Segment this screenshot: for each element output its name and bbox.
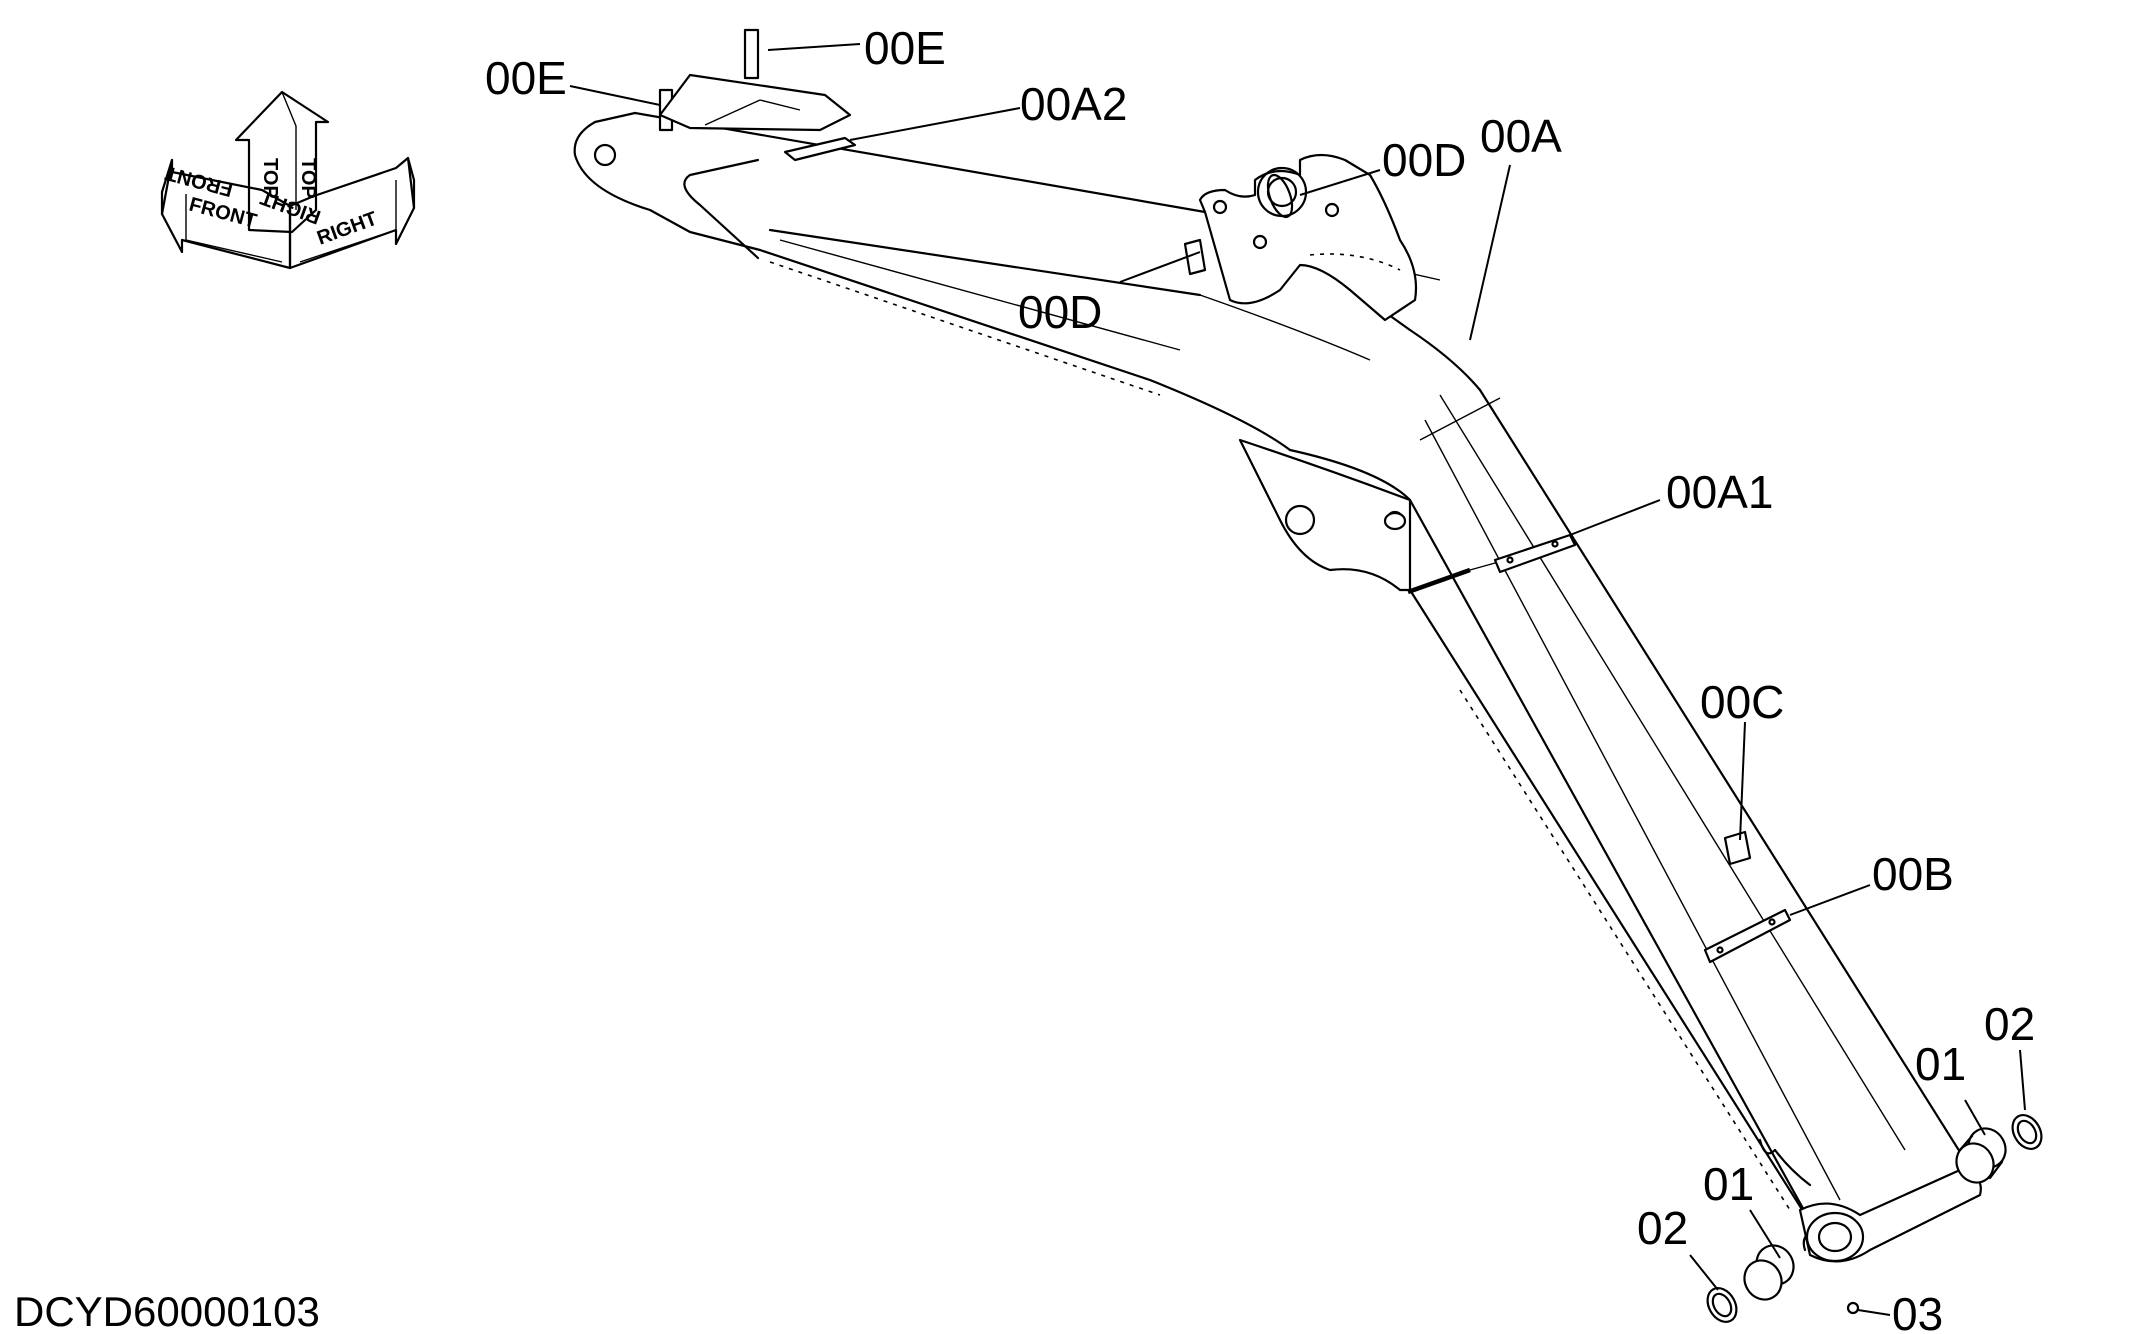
callout-00E-left: 00E bbox=[485, 52, 567, 104]
callout-00C: 00C bbox=[1700, 676, 1784, 728]
callout-03: 03 bbox=[1892, 1288, 1943, 1334]
callout-01-left: 01 bbox=[1703, 1158, 1754, 1210]
callout-00A2: 00A2 bbox=[1020, 78, 1127, 130]
callout-00D-upper: 00D bbox=[1382, 134, 1466, 186]
callout-02-left: 02 bbox=[1637, 1202, 1688, 1254]
callout-00A1: 00A1 bbox=[1666, 466, 1773, 518]
boom-body bbox=[573, 111, 1982, 1263]
top-label-b: TOP bbox=[297, 158, 319, 199]
callout-00A: 00A bbox=[1480, 110, 1562, 162]
callout-01-right: 01 bbox=[1915, 1038, 1966, 1090]
callout-00E-top: 00E bbox=[864, 22, 946, 74]
callout-labels: 00E 00E 00A2 00D 00A 00D 00A1 00C 00B 02… bbox=[485, 22, 2035, 1334]
orientation-icon: FRONT FRONT TOP TOP RIGHT RIGHT bbox=[160, 90, 416, 270]
callout-00B: 00B bbox=[1872, 848, 1954, 900]
leader-lines bbox=[569, 43, 2026, 1316]
callout-00D-lower: 00D bbox=[1018, 286, 1102, 338]
drawing-code: DCYD60000103 bbox=[14, 1288, 320, 1334]
small-parts bbox=[658, 28, 2043, 1323]
callout-02-right: 02 bbox=[1984, 998, 2035, 1050]
top-label-a: TOP bbox=[259, 158, 281, 199]
right-label-side: RIGHT bbox=[314, 208, 380, 250]
